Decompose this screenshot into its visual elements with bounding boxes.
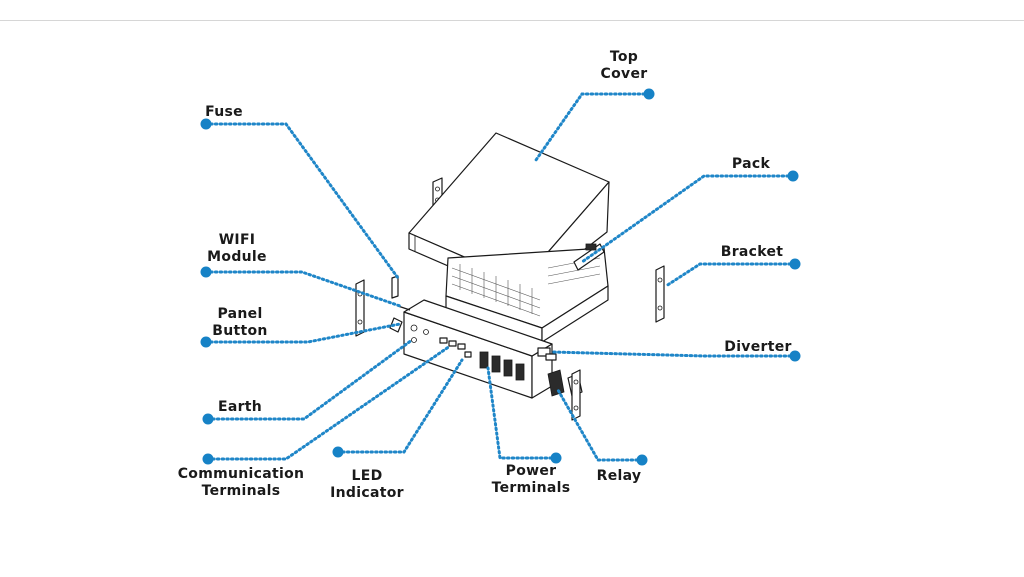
dot-pack <box>787 170 799 182</box>
label-communication-terminals-line1: Communication <box>178 466 305 482</box>
leader-power-terminals <box>486 366 558 460</box>
dot-top-cover <box>643 88 655 100</box>
diverter-part <box>537 347 557 361</box>
dot-led-indicator <box>332 446 344 458</box>
label-power-terminals-line2: Terminals <box>492 480 571 496</box>
leader-panel-button <box>204 322 402 344</box>
leader-diverter <box>550 350 797 358</box>
leader-earth <box>206 338 414 421</box>
label-relay: Relay <box>597 468 642 484</box>
leader-fuse <box>204 122 400 280</box>
right-bracket <box>655 265 665 323</box>
label-pack: Pack <box>732 156 771 172</box>
dot-wifi-module <box>200 266 212 278</box>
left-bracket <box>355 279 365 337</box>
dot-diverter <box>789 350 801 362</box>
leader-relay <box>556 388 644 462</box>
label-top-cover-line2: Cover <box>601 66 648 82</box>
leader-led-indicator <box>336 358 464 454</box>
label-diverter: Diverter <box>724 339 791 355</box>
leader-bracket <box>664 262 797 288</box>
label-led-indicator-line2: Indicator <box>330 485 404 501</box>
label-panel-button-line1: Panel <box>217 306 262 322</box>
label-power-terminals-line1: Power <box>506 463 557 479</box>
dot-panel-button <box>200 336 212 348</box>
label-panel-button-line2: Button <box>212 323 267 339</box>
callout-leaders <box>200 88 801 466</box>
label-top-cover-line1: Top <box>610 49 638 65</box>
device-illustration <box>355 132 665 421</box>
battery-pack <box>445 243 609 343</box>
label-bracket: Bracket <box>721 244 784 260</box>
leader-communication-terminals <box>206 344 452 461</box>
bottom-right-bracket <box>571 369 581 421</box>
leader-wifi-module <box>204 270 402 308</box>
label-earth: Earth <box>218 399 262 415</box>
label-wifi-module-line1: WIFI <box>219 232 256 248</box>
dot-power-terminals <box>550 452 562 464</box>
dot-fuse <box>200 118 212 130</box>
leader-pack <box>580 174 795 264</box>
dot-earth <box>202 413 214 425</box>
label-communication-terminals-line2: Terminals <box>202 483 281 499</box>
label-led-indicator-line1: LED <box>351 468 382 484</box>
dot-communication-terminals <box>202 453 214 465</box>
dot-relay <box>636 454 648 466</box>
callout-labels: Top Cover Fuse Pack WIFI Module Bracket … <box>178 49 792 501</box>
leader-top-cover <box>534 92 651 162</box>
label-wifi-module-line2: Module <box>207 249 267 265</box>
label-fuse: Fuse <box>205 104 243 120</box>
top-divider <box>0 20 1024 21</box>
dot-bracket <box>789 258 801 270</box>
